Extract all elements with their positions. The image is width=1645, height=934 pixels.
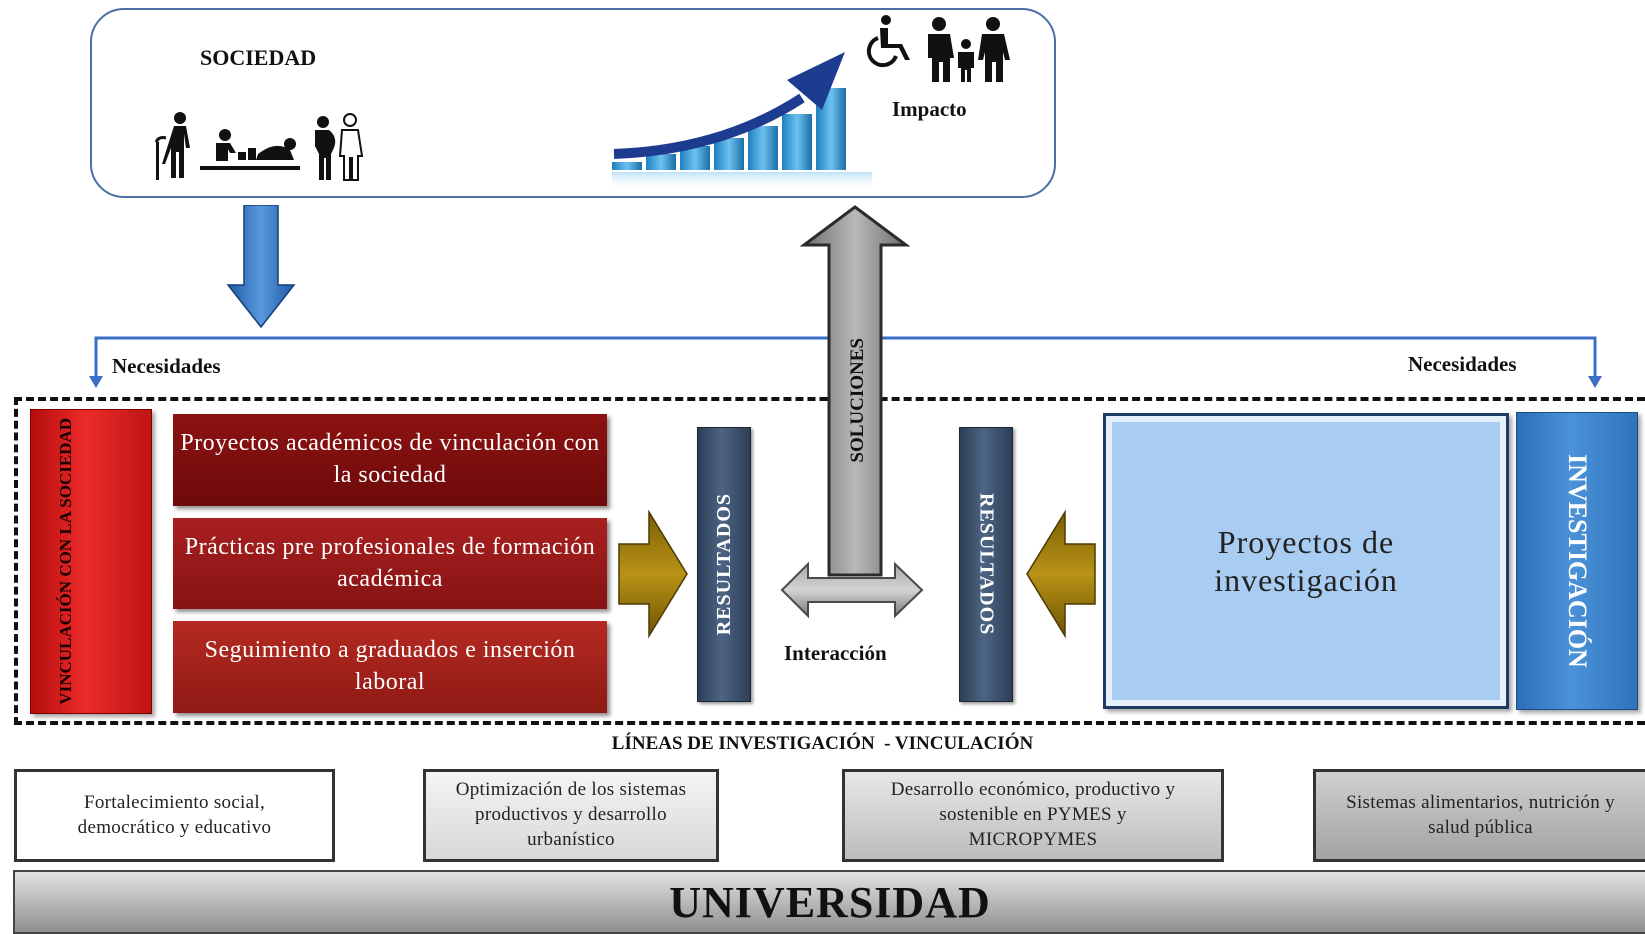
vinculacion-item-practices: Prácticas pre profesionales de formación… — [173, 518, 607, 609]
results-left-label: RESULTADOS — [713, 493, 735, 636]
gold-left-arrow-icon — [1026, 510, 1096, 639]
society-people-icons — [154, 112, 364, 181]
lines-title: LÍNEAS DE INVESTIGACIÓN - VINCULACIÓN — [611, 733, 1034, 754]
university-base: UNIVERSIDAD — [13, 870, 1645, 934]
needs-right-label: Necesidades — [1408, 352, 1517, 376]
needs-left-label: Necesidades — [112, 354, 221, 378]
line-item-productive: Optimización de los sistemas productivos… — [423, 769, 719, 862]
research-projects-box: Proyectos de investigación — [1103, 413, 1509, 709]
research-projects-label: Proyectos de investigación — [1214, 523, 1398, 598]
growth-chart-icon — [612, 52, 872, 190]
line-item-social: Fortalecimiento social, democrático y ed… — [14, 769, 335, 862]
investigacion-bar-label: INVESTIGACIÓN — [1563, 454, 1592, 668]
line-item-economic-text: Desarrollo económico, productivo y soste… — [890, 779, 1176, 850]
solutions-label: SOLUCIONES — [846, 337, 868, 463]
line-item-economic: Desarrollo económico, productivo y soste… — [842, 769, 1224, 862]
children-playing-icon — [200, 129, 300, 170]
line-item-food: Sistemas alimentarios, nutrición y salud… — [1313, 769, 1645, 862]
university-label: UNIVERSIDAD — [669, 877, 991, 927]
solutions-label-wrap: SOLUCIONES — [838, 325, 878, 475]
society-title: SOCIEDAD — [200, 45, 317, 70]
interaction-label: Interacción — [784, 641, 887, 665]
pregnant-couple-icon — [315, 113, 364, 181]
vinculacion-bar-label: VINCULACIÓN CON LA SOCIEDAD — [56, 418, 75, 705]
solutions-arrow-icon — [800, 205, 910, 577]
vinculacion-bar: VINCULACIÓN CON LA SOCIEDAD — [30, 409, 152, 714]
gold-right-arrow-icon — [618, 510, 688, 639]
vinculacion-item-projects: Proyectos académicos de vinculación con … — [173, 414, 607, 506]
vinculacion-item-graduates: Seguimiento a graduados e inserción labo… — [173, 621, 607, 713]
down-arrow-icon — [226, 205, 296, 329]
wheelchair-icon — [866, 15, 910, 68]
impact-icons — [866, 15, 1010, 82]
elderly-person-icon — [154, 112, 190, 180]
impact-label: Impacto — [892, 97, 967, 121]
line-item-food-text: Sistemas alimentarios, nutrición y salud… — [1346, 791, 1615, 838]
results-left-bar: RESULTADOS — [697, 427, 751, 702]
family-icon — [928, 17, 1010, 82]
results-right-bar: RESULTADOS — [959, 427, 1013, 702]
interaction-arrow-icon — [780, 561, 924, 619]
line-item-social-text: Fortalecimiento social, democrático y ed… — [77, 791, 272, 838]
investigacion-bar: INVESTIGACIÓN — [1516, 412, 1638, 710]
line-item-productive-text: Optimización de los sistemas productivos… — [455, 779, 687, 850]
results-right-label: RESULTADOS — [975, 493, 998, 636]
